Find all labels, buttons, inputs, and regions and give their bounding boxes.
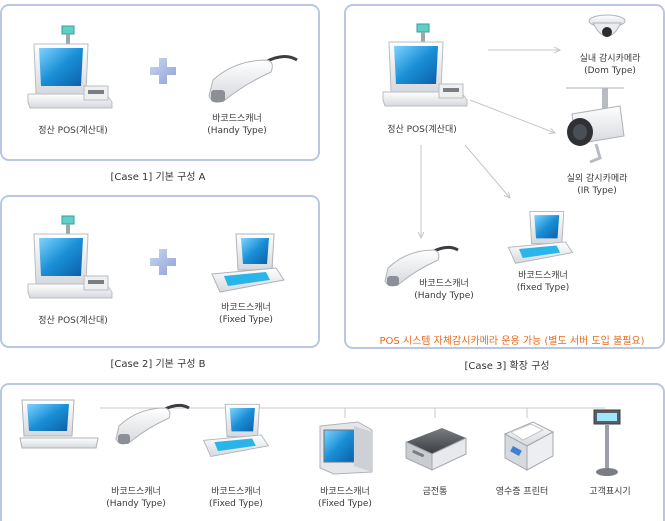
dome-camera-label: 실내 감시카메라(Dom Type) xyxy=(579,54,641,76)
pos-terminal-icon xyxy=(27,215,113,299)
handy-scanner-icon xyxy=(115,403,190,445)
ir-camera-icon xyxy=(566,87,625,164)
bottom-monitor-label: 바코드스캐너(Fixed Type) xyxy=(318,487,372,509)
crt-monitor-icon xyxy=(319,421,373,475)
cash-drawer-label: 금전통 xyxy=(422,487,448,497)
bottom-handy-scanner-label: 바코드스캐너(Handy Type) xyxy=(106,487,166,509)
receipt-printer-label: 영수증 프린터 xyxy=(495,487,549,497)
case3-handy-scanner-label: 바코드스캐너(Handy Type) xyxy=(414,279,474,301)
fixed-scanner-icon xyxy=(202,403,270,458)
fixed-scanner-icon xyxy=(211,233,285,293)
handy-scanner-icon xyxy=(208,55,298,103)
case3-note: POS 시스템 자체감시카메라 운용 가능 (별도 서버 도입 불필요) xyxy=(379,336,645,347)
fixed-scanner-icon xyxy=(507,211,574,264)
touch-monitor-icon xyxy=(19,399,99,449)
case2-caption: [Case 2] 기본 구성 B xyxy=(110,359,206,370)
case1-caption: [Case 1] 기본 구성 A xyxy=(110,172,206,183)
dome-camera-icon xyxy=(588,14,626,37)
case2-pos-label: 정산 POS(계산대) xyxy=(38,316,108,326)
case3-pos-label: 정산 POS(계산대) xyxy=(387,125,457,135)
pos-terminal-icon xyxy=(27,25,113,109)
ir-camera-label: 실외 감시카메라(IR Type) xyxy=(566,174,628,196)
plus-icon xyxy=(150,58,176,84)
receipt-printer-icon xyxy=(503,421,555,471)
bottom-fixed-scanner-label: 바코드스캐너(Fixed Type) xyxy=(209,487,263,509)
handy-scanner-icon xyxy=(384,245,459,287)
customer-display-icon xyxy=(593,409,621,476)
case2-scanner-label: 바코드스캐너(Fixed Type) xyxy=(219,303,273,325)
case1-scanner-label: 바코드스캐너(Handy Type) xyxy=(207,114,267,136)
customer-display-label: 고객표시기 xyxy=(589,487,631,497)
plus-icon xyxy=(150,249,176,275)
case3-fixed-scanner-label: 바코드스캐너(fixed Type) xyxy=(516,271,570,293)
cash-drawer-icon xyxy=(405,428,467,471)
pos-terminal-icon xyxy=(382,23,468,107)
case1-pos-label: 정산 POS(계산대) xyxy=(38,126,108,136)
case3-caption: [Case 3] 확장 구성 xyxy=(464,361,550,372)
